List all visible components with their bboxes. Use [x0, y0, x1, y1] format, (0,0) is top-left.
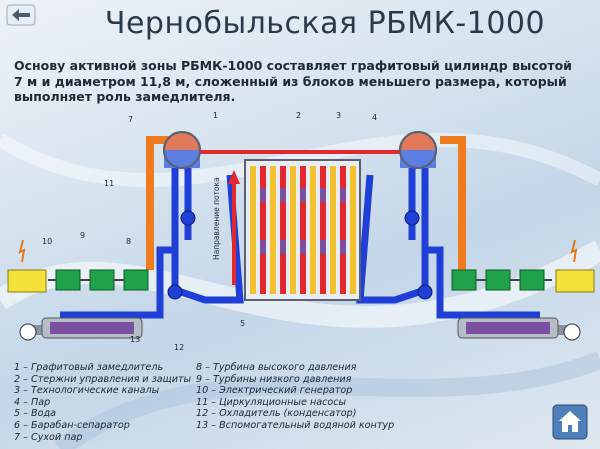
- condenser-left: [41, 317, 143, 339]
- callout-4: 4: [372, 113, 377, 122]
- turbines-left: [48, 269, 149, 291]
- condenser-right: [457, 317, 559, 339]
- callout-9: 9: [80, 231, 85, 240]
- feedwater-loop-right: [425, 246, 540, 319]
- page-title: Чернобыльская РБМК-1000: [104, 6, 546, 41]
- dry-steam-line-left: [146, 136, 170, 270]
- circulation-pump-right-upper: [404, 210, 420, 226]
- legend-item: 3 – Технологические каналы: [14, 385, 160, 397]
- callout-13: 13: [130, 335, 140, 344]
- legend-item: 4 – Пар: [14, 396, 51, 408]
- separator-drum-left: [163, 131, 201, 169]
- callout-8: 8: [126, 237, 131, 246]
- legend-item: 13 – Вспомогательный водяной контур: [196, 419, 395, 431]
- legend-item: 1 – Графитовый замедлитель: [14, 362, 164, 373]
- callout-12: 12: [174, 343, 184, 352]
- back-button[interactable]: [6, 4, 36, 26]
- legend-item: 7 – Сухой пар: [14, 431, 83, 443]
- legend-item: 5 – Вода: [14, 408, 56, 420]
- circulation-pump-left-upper: [180, 210, 196, 226]
- legend-item: 11 – Циркуляционные насосы: [196, 396, 347, 408]
- callout-10: 10: [42, 237, 52, 246]
- circulation-pump-left-lower: [167, 284, 183, 300]
- legend-item: 8 – Турбина высокого давления: [196, 362, 357, 373]
- flow-direction-label: Направление потока: [212, 177, 221, 260]
- home-button[interactable]: [552, 404, 588, 440]
- callout-3: 3: [336, 111, 341, 120]
- legend-item: 12 – Охладитель (конденсатор): [196, 408, 357, 420]
- legend-right: 8 – Турбина высокого давления 9 – Турбин…: [196, 362, 394, 432]
- arrow-left-icon: [6, 4, 36, 26]
- callout-5: 5: [240, 319, 245, 328]
- legend-item: 10 – Электрический генератор: [196, 385, 353, 397]
- feed-pump-right: [563, 323, 581, 341]
- callout-11: 11: [104, 179, 114, 188]
- legend-item: 2 – Стержни управления и защиты: [14, 373, 192, 385]
- separator-drum-right: [399, 131, 437, 169]
- legend-item: 6 – Барабан-сепаратор: [14, 419, 130, 431]
- generator-right: [555, 269, 595, 293]
- rbmk-schematic: Направление потока: [7, 111, 595, 352]
- feed-pump-left: [19, 323, 37, 341]
- feedwater-loop-left: [60, 246, 175, 319]
- intro-text: Основу активной зоны РБМК-1000 составляе…: [14, 58, 572, 104]
- control-rods: [260, 188, 346, 254]
- dry-steam-line-right: [440, 136, 466, 270]
- turbines-right: [451, 269, 552, 291]
- callout-1: 1: [213, 111, 218, 120]
- callout-2: 2: [296, 111, 301, 120]
- home-icon: [552, 404, 588, 440]
- legend-item: 9 – Турбины низкого давления: [196, 373, 352, 385]
- generator-left: [7, 269, 47, 293]
- callout-7: 7: [128, 115, 133, 124]
- callout-labels: 1 2 3 4 5 6 7 8 9 10 11 12 13: [42, 111, 377, 352]
- fuel-channels: [250, 166, 356, 294]
- legend-left: 1 – Графитовый замедлитель 2 – Стержни у…: [14, 362, 191, 443]
- circulation-pump-right-lower: [417, 284, 433, 300]
